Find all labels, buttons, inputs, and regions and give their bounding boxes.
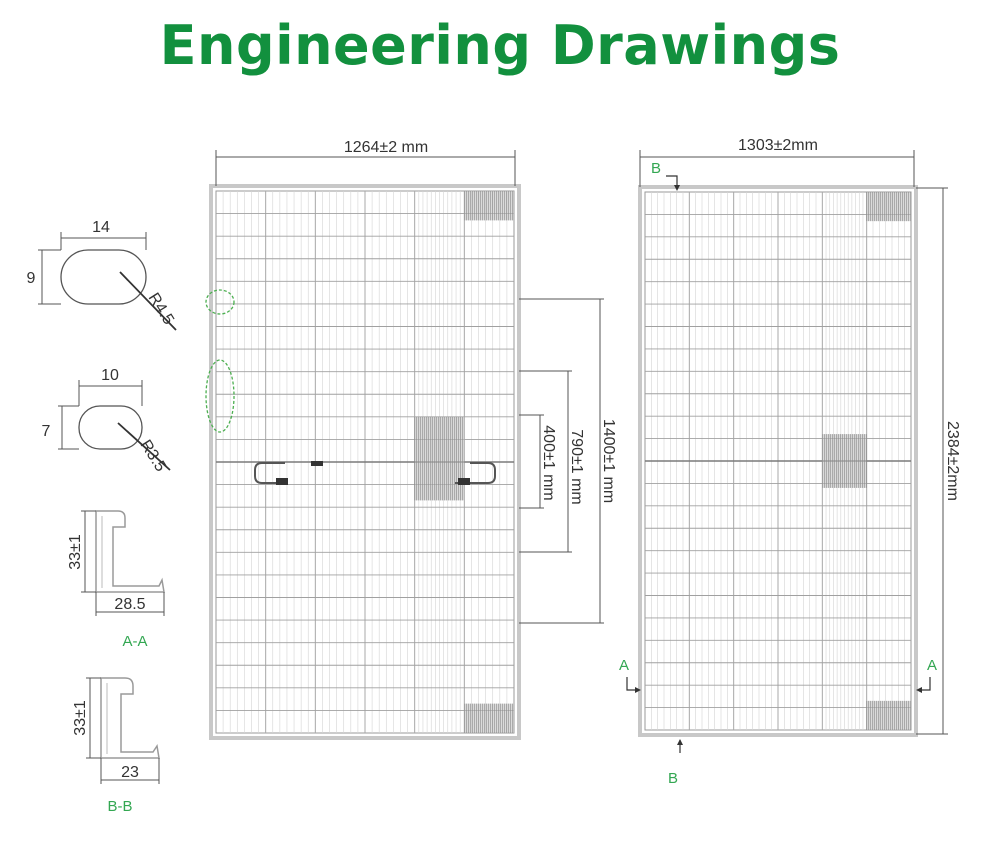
- svg-text:23: 23: [121, 764, 139, 781]
- svg-text:A: A: [619, 657, 629, 674]
- dim-right-width: 1303±2mm: [639, 137, 915, 187]
- svg-text:R3.5: R3.5: [137, 437, 169, 475]
- detail-hole-large: 14 9 R4.5: [27, 219, 177, 331]
- dim-mounting-400: 400±1 mm: [519, 414, 557, 509]
- detail-hole-small: 10 7 R3.5: [42, 367, 171, 475]
- detail-frame-profile-aa: 33±1 28.5 A-A: [67, 510, 165, 650]
- dim-400-label: 400±1 mm: [540, 425, 557, 500]
- dim-790-label: 790±1 mm: [568, 429, 585, 504]
- svg-text:28.5: 28.5: [114, 596, 145, 613]
- dim-mounting-1400: 1400±1 mm: [519, 298, 617, 624]
- left-panel-cell-grid: [216, 191, 514, 733]
- right-panel-cell-grid: [645, 192, 911, 730]
- section-marker-a-right: A: [916, 657, 937, 693]
- mounting-hole-callout-circles: [205, 289, 235, 433]
- dim-right-width-label: 1303±2mm: [738, 137, 818, 154]
- svg-text:10: 10: [101, 367, 119, 384]
- page-title: Engineering Drawings: [159, 14, 841, 77]
- section-label-bb: B-B: [107, 798, 132, 815]
- svg-text:R4.5: R4.5: [145, 290, 177, 328]
- detail-frame-profile-bb: 33±1 23 B-B: [72, 677, 160, 815]
- section-marker-a-left: A: [619, 657, 641, 693]
- left-panel-view: 1264±2 mm 1400±1 mm 790±1 mm 400±1 mm: [205, 139, 617, 740]
- svg-text:B: B: [651, 160, 661, 177]
- svg-text:9: 9: [27, 270, 36, 287]
- svg-text:33±1: 33±1: [67, 534, 84, 570]
- section-label-aa: A-A: [122, 633, 147, 650]
- right-panel-view: 1303±2mm 2384±2mm B B A A: [619, 137, 961, 787]
- section-marker-b-top: B: [651, 160, 680, 191]
- svg-text:7: 7: [42, 423, 51, 440]
- dim-right-height: 2384±2mm: [916, 187, 961, 735]
- section-marker-b-bottom: B: [668, 739, 683, 787]
- dim-left-width-label: 1264±2 mm: [344, 139, 428, 156]
- svg-text:B: B: [668, 770, 678, 787]
- dim-1400-label: 1400±1 mm: [600, 419, 617, 503]
- svg-text:33±1: 33±1: [72, 700, 89, 736]
- dim-left-width: 1264±2 mm: [215, 139, 516, 186]
- dim-mounting-790: 790±1 mm: [519, 370, 585, 553]
- svg-text:14: 14: [92, 219, 110, 236]
- svg-text:A: A: [927, 657, 937, 674]
- dim-right-height-label: 2384±2mm: [944, 421, 961, 501]
- left-panel-junction-box: [254, 461, 496, 485]
